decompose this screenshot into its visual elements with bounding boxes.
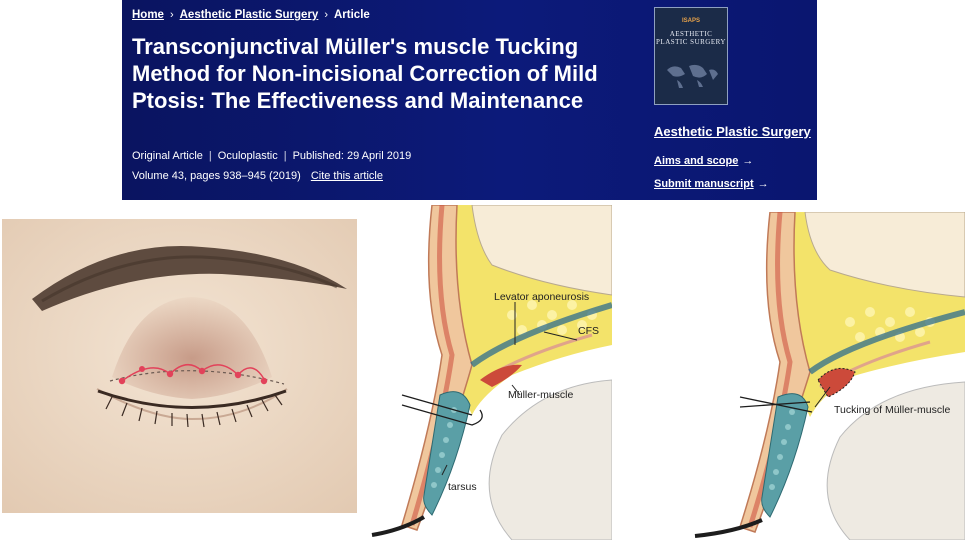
eyelid-cross-section-icon: Levator aponeurosis CFS Müller-muscle ta… xyxy=(362,204,613,541)
label-levator-aponeurosis: Levator aponeurosis xyxy=(494,291,589,303)
article-volume: Volume 43, pages 938–945 (2019) xyxy=(132,170,301,182)
article-meta: Original Article | Oculoplastic | Publis… xyxy=(132,150,411,162)
arrow-right-icon: → xyxy=(742,155,754,167)
article-title: Transconjunctival Müller's muscle Tuckin… xyxy=(132,34,598,113)
article-type: Original Article xyxy=(132,150,203,162)
meta-divider: | xyxy=(208,150,212,162)
world-map-icon xyxy=(667,64,718,88)
journal-cover[interactable]: ISAPS AESTHETIC PLASTIC SURGERY xyxy=(654,7,728,105)
breadcrumb-journal-link[interactable]: Aesthetic Plastic Surgery xyxy=(179,9,319,21)
submit-manuscript-link[interactable]: Submit manuscript→ xyxy=(654,178,769,190)
meta-divider: | xyxy=(283,150,287,162)
article-header-banner: Home › Aesthetic Plastic Surgery › Artic… xyxy=(122,0,817,200)
label-tarsus: tarsus xyxy=(448,481,477,493)
cross-section-after: Tucking of Müller-muscle xyxy=(690,211,966,541)
cover-title: AESTHETIC PLASTIC SURGERY xyxy=(656,30,726,46)
submit-manuscript-label: Submit manuscript xyxy=(654,178,754,190)
breadcrumb: Home › Aesthetic Plastic Surgery › Artic… xyxy=(132,9,370,21)
article-published-date: Published: 29 April 2019 xyxy=(292,150,412,162)
label-muller-muscle: Müller-muscle xyxy=(508,389,574,401)
eyelid-cross-section-tucked-icon: Tucking of Müller-muscle xyxy=(690,211,966,541)
breadcrumb-separator: › xyxy=(169,9,174,21)
eye-illustration-icon xyxy=(2,219,357,513)
breadcrumb-home-link[interactable]: Home xyxy=(132,9,164,21)
eye-suture-illustration xyxy=(2,219,357,513)
aims-and-scope-label: Aims and scope xyxy=(654,155,739,167)
article-category: Oculoplastic xyxy=(217,150,278,162)
journal-name-link[interactable]: Aesthetic Plastic Surgery xyxy=(654,124,811,139)
breadcrumb-separator: › xyxy=(324,9,328,21)
aims-and-scope-link[interactable]: Aims and scope→ xyxy=(654,155,753,167)
label-cfs: CFS xyxy=(578,325,599,337)
article-volume-row: Volume 43, pages 938–945 (2019) Cite thi… xyxy=(132,170,383,182)
cite-article-link[interactable]: Cite this article xyxy=(310,170,383,182)
label-tucking-of-muller-muscle: Tucking of Müller-muscle xyxy=(834,404,950,416)
arrow-right-icon: → xyxy=(757,178,769,190)
cover-badge: ISAPS xyxy=(681,18,700,24)
cross-section-before: Levator aponeurosis CFS Müller-muscle ta… xyxy=(362,204,613,541)
breadcrumb-current: Article xyxy=(334,9,370,21)
